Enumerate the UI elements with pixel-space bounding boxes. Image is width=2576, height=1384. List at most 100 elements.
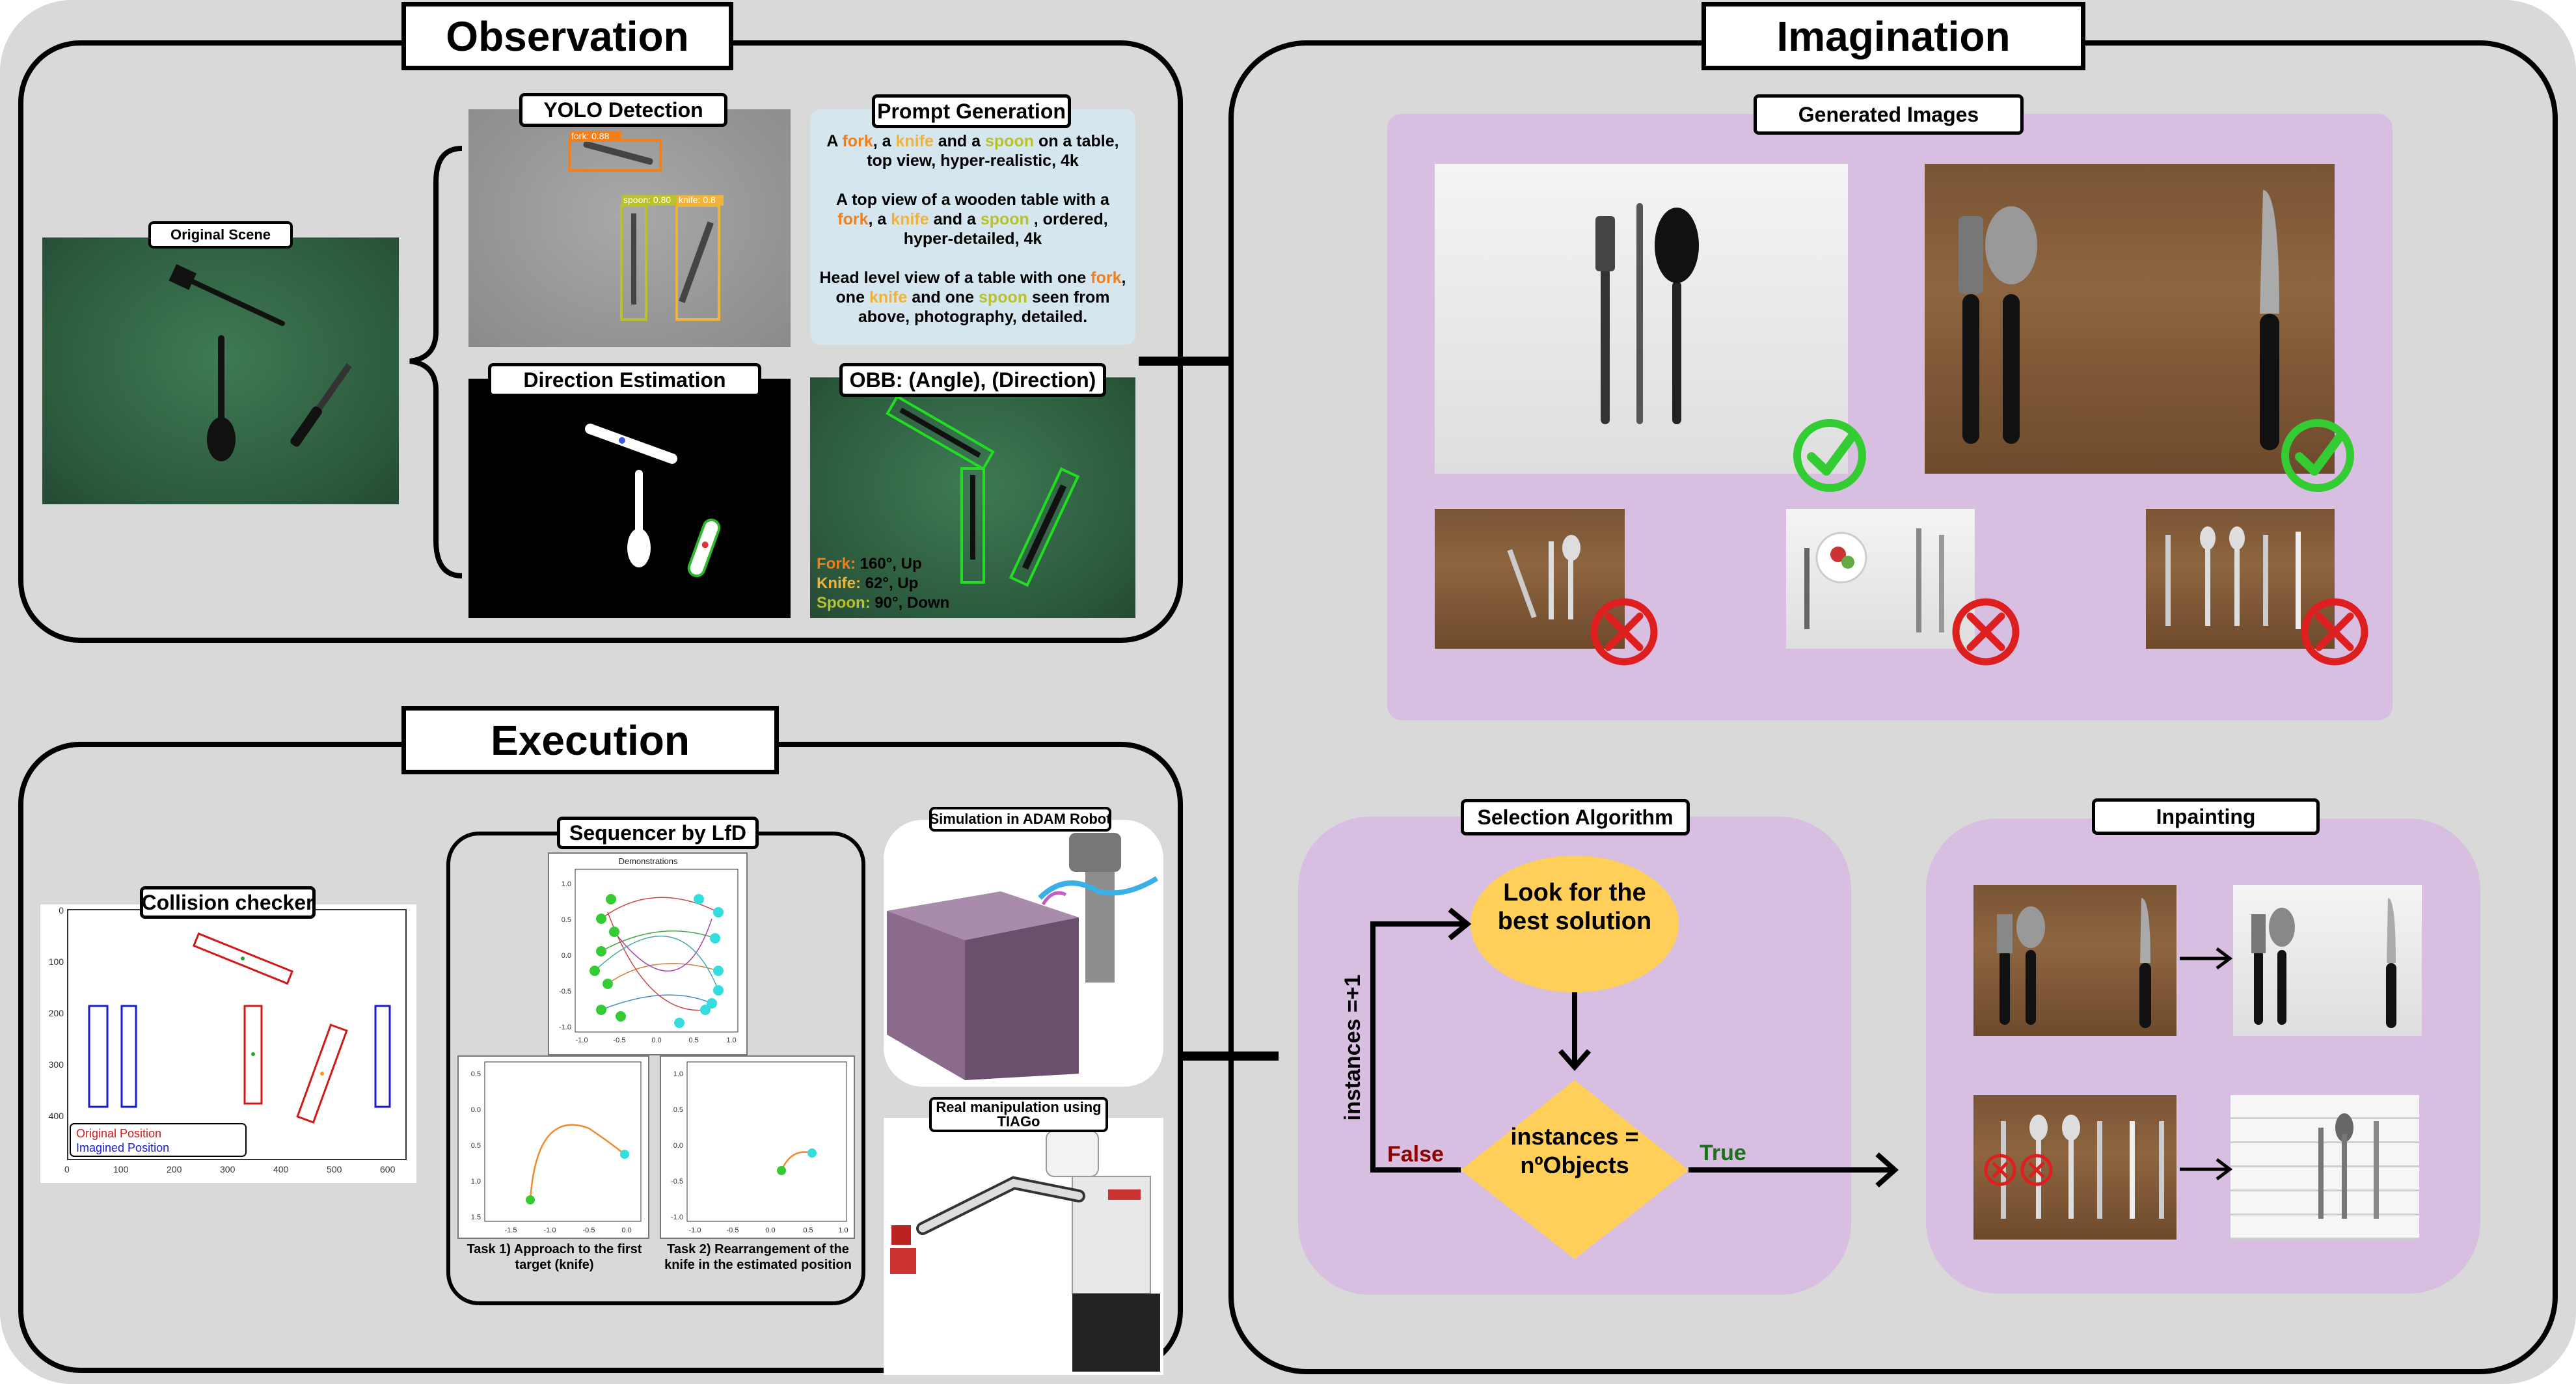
obb-fork-row: Fork: 160°, Up — [817, 554, 949, 574]
yolo-spoon-label: spoon: 0.80 — [623, 195, 671, 205]
original-scene-image — [42, 237, 399, 504]
task2-xtick: 1.0 — [838, 1227, 848, 1234]
prompt-list: A fork, a knife and a spoon on a table, … — [818, 131, 1128, 345]
prompt-segment: knife — [869, 288, 908, 306]
obb-label: OBB: (Angle), (Direction) — [839, 363, 1106, 397]
cc-ytick: 0 — [59, 905, 64, 916]
demo-start-points — [590, 894, 626, 1022]
prompt-segment: on a table, top view, hyper-realistic, 4… — [867, 132, 1119, 170]
prompt-segment: knife — [891, 210, 929, 228]
task2-xtick: 0.5 — [803, 1227, 813, 1234]
direction-estimation-label: Direction Estimation — [488, 363, 761, 397]
task2-plot: -1.0 -0.5 0.0 0.5 1.0 1.0 0.5 0.0 -0.5 -… — [660, 1055, 855, 1239]
task2-ytick: 0.0 — [673, 1142, 683, 1150]
prompt-segment: spoon — [985, 132, 1034, 150]
task1-xtick: -0.5 — [583, 1227, 595, 1234]
arrow-icon — [2180, 1158, 2233, 1180]
yolo-fork-label: fork: 0.88 — [571, 131, 610, 141]
cc-ytick: 400 — [49, 1111, 64, 1121]
inpaint-cutlery-out-2 — [2318, 1113, 2379, 1219]
task2-svg: -1.0 -0.5 0.0 0.5 1.0 1.0 0.5 0.0 -0.5 -… — [671, 1061, 848, 1234]
task2-x-ticks: -1.0 -0.5 0.0 0.5 1.0 — [689, 1227, 848, 1234]
original-scene-label: Original Scene — [148, 221, 293, 249]
simulation-image — [884, 820, 1163, 1087]
tiago-image — [884, 1118, 1163, 1375]
yolo-knife-label: knife: 0.8 — [679, 195, 716, 205]
obb-spoon-name: Spoon: — [817, 594, 871, 612]
cc-ytick: 100 — [49, 957, 64, 967]
observation-title: Observation — [401, 2, 733, 70]
task1-xtick: -1.5 — [505, 1227, 517, 1234]
prompt-segment: , one — [835, 269, 1126, 306]
inpainting-output-1 — [2233, 885, 2422, 1036]
task1-ytick: 1.5 — [471, 1214, 481, 1221]
task1-xtick: -1.0 — [544, 1227, 556, 1234]
true-label: True — [1700, 1141, 1746, 1165]
brace-icon — [409, 146, 463, 578]
task2-ytick: 1.0 — [673, 1070, 683, 1078]
execution-title: Execution — [401, 706, 779, 774]
loop-label: instances =+1 — [1340, 975, 1365, 1121]
cc-xtick: 0 — [64, 1164, 70, 1174]
yolo-detection-label: YOLO Detection — [519, 93, 727, 127]
cc-y-ticks: 0 100 200 300 400 — [49, 905, 64, 1121]
prompt-segment: A — [826, 132, 843, 150]
cc-xtick: 400 — [273, 1164, 289, 1174]
prompt-segment: Head level view of a table with one — [819, 269, 1091, 287]
rejected-image-2 — [1786, 509, 1975, 649]
cc-xtick: 300 — [220, 1164, 236, 1174]
demo-end-points — [674, 894, 724, 1028]
task2-caption: Task 2) Rearrangement of the knife in th… — [664, 1242, 852, 1272]
demo-ytick: 1.0 — [562, 880, 571, 888]
cc-imagined-rects — [88, 1005, 391, 1108]
task1-x-ticks: -1.5 -1.0 -0.5 0.0 — [505, 1227, 632, 1234]
rejected-cutlery-3 — [2165, 526, 2301, 629]
arrow-icon — [2180, 947, 2233, 970]
demonstrations-plot: Demonstrations -1.0 -0.5 0.0 0.5 1.0 — [548, 852, 748, 1055]
demonstrations-title: Demonstrations — [618, 856, 678, 866]
direction-estimation-image — [468, 379, 791, 618]
demo-xtick: 0.5 — [688, 1037, 698, 1044]
task1-ytick: 1.0 — [471, 1178, 481, 1186]
prompt-segment: seen from above, photography, detailed. — [858, 288, 1110, 326]
yolo-boxes: fork: 0.88 spoon: 0.80 knife: 0.8 — [568, 131, 724, 321]
generated-cutlery-2 — [1959, 190, 2279, 450]
cross-icon — [2301, 598, 2368, 666]
demo-ytick: -0.5 — [559, 988, 571, 996]
obb-fork-value: 160°, Up — [856, 555, 922, 573]
prompt-generation-label: Prompt Generation — [872, 94, 1071, 128]
collision-checker-svg: 0 100 200 300 400 500 600 0 100 200 300 … — [49, 905, 407, 1174]
task2-y-ticks: 1.0 0.5 0.0 -0.5 -1.0 — [671, 1070, 683, 1221]
prompt-paragraph: A top view of a wooden table with a fork… — [818, 190, 1128, 249]
task1-y-ticks: 0.5 0.0 0.5 1.0 1.5 — [471, 1070, 481, 1221]
yolo-detection-image: fork: 0.88 spoon: 0.80 knife: 0.8 — [468, 109, 791, 347]
task2-xtick: 0.0 — [765, 1227, 775, 1234]
tiago-robot-svg — [890, 1130, 1160, 1372]
original-scene-cutlery — [169, 264, 352, 461]
condition-text: instances = nºObjects — [1510, 1123, 1639, 1178]
sequencer-label: Sequencer by LfD — [557, 817, 759, 849]
obb-image: Fork: 160°, Up Knife: 62°, Up Spoon: 90°… — [810, 377, 1135, 618]
cc-ytick: 300 — [49, 1059, 64, 1070]
prompt-paragraph: Head level view of a table with one fork… — [818, 268, 1128, 327]
cc-original-rects — [192, 932, 348, 1124]
prompt-segment: spoon — [980, 210, 1029, 228]
obb-spoon-row: Spoon: 90°, Down — [817, 593, 949, 613]
look-for-best-text: Look for the best solution — [1497, 879, 1652, 935]
prompt-segment: and one — [907, 288, 979, 306]
cross-icon — [1952, 598, 2020, 666]
task2-ytick: 0.5 — [673, 1106, 683, 1114]
prompt-segment: fork — [837, 210, 869, 228]
task1-trajectory — [529, 1124, 625, 1201]
rejected-cutlery-1 — [1507, 535, 1580, 619]
demo-xtick: -1.0 — [576, 1037, 588, 1044]
spoon-icon — [207, 335, 236, 461]
prompt-segment: , ordered, hyper-detailed, 4k — [903, 210, 1108, 248]
cc-ytick: 200 — [49, 1008, 64, 1018]
inpainting-output-2 — [2230, 1095, 2419, 1240]
rejected-cutlery-2 — [1804, 528, 1944, 632]
cross-icon — [1590, 598, 1658, 666]
cc-xtick: 200 — [167, 1164, 182, 1174]
inpainting-input-2 — [1973, 1095, 2176, 1240]
prompt-paragraph: A fork, a knife and a spoon on a table, … — [818, 131, 1128, 170]
